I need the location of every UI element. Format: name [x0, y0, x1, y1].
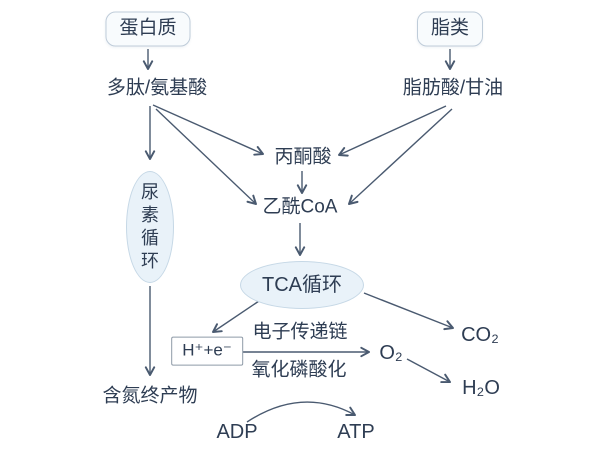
- node-tca-cycle: TCA循环: [240, 261, 364, 309]
- node-h2o: H₂O: [462, 377, 500, 399]
- node-acetyl-coa: 乙酰CoA: [262, 196, 338, 218]
- node-amino-acids: 多肽/氨基酸: [106, 77, 208, 99]
- node-nitrogen-end-products: 含氮终产物: [102, 385, 198, 407]
- node-h-plus-e: H⁺+e⁻: [171, 336, 243, 366]
- node-co2: CO₂: [461, 324, 499, 346]
- label-oxidative-phosphorylation: 氧化磷酸化: [251, 359, 347, 381]
- arrow-amino-to-acetyl: [155, 108, 257, 205]
- urea-cycle-label: 尿素循环: [141, 182, 159, 271]
- node-protein: 蛋白质: [105, 11, 191, 47]
- arrow-fatty-to-acetyl: [348, 108, 453, 205]
- node-lipid: 脂类: [416, 11, 484, 47]
- arrow-tca-to-co2: [363, 292, 454, 331]
- node-urea-cycle: 尿素循环: [126, 171, 174, 283]
- node-pyruvate: 丙酮酸: [274, 146, 332, 168]
- arrow-amino-to-pyruvate: [152, 104, 264, 156]
- node-fatty-acid-glycerol: 脂肪酸/甘油: [402, 77, 504, 99]
- node-o2: O₂: [379, 342, 403, 364]
- node-atp: ATP: [337, 421, 375, 443]
- arrow-adp-to-atp: [246, 401, 356, 423]
- tca-cycle-label: TCA循环: [262, 274, 342, 296]
- label-electron-transport-chain: 电子传递链: [252, 321, 348, 343]
- node-adp: ADP: [216, 421, 258, 443]
- arrow-o2-to-h2o: [406, 358, 451, 384]
- arrow-tca-to-hbox: [212, 298, 263, 333]
- arrow-fatty-to-pyruvate: [338, 105, 447, 157]
